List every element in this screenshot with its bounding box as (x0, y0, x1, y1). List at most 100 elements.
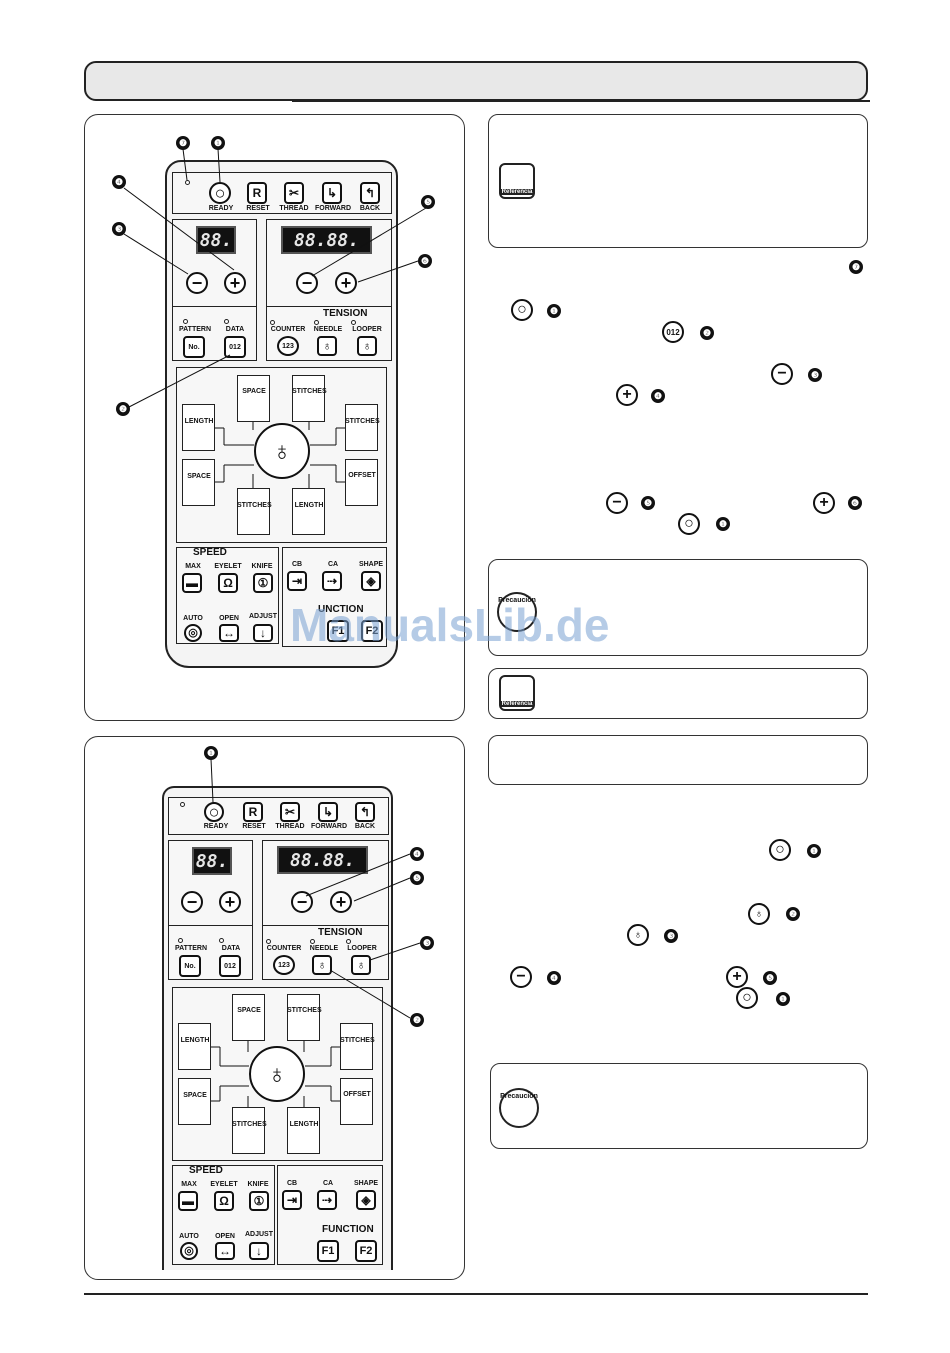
thread-button[interactable]: ✂ (280, 802, 300, 822)
eyelet-button[interactable]: Ω (218, 573, 238, 593)
stitches-top-key[interactable] (292, 375, 325, 422)
pattern-button[interactable]: No. (183, 336, 205, 358)
ca-button[interactable]: ⇢ (322, 571, 342, 591)
pattern-minus-button[interactable]: − (181, 891, 203, 913)
forward-button[interactable]: ↳ (322, 182, 342, 204)
offset-key[interactable] (345, 459, 378, 506)
counter-led (266, 939, 271, 944)
looper-tension-button[interactable]: ♁ (357, 336, 377, 356)
offset-label: OFFSET (348, 472, 376, 479)
data-minus-button[interactable]: − (296, 272, 318, 294)
needle-label: NEEDLE (313, 326, 343, 333)
auto-button[interactable]: ◎ (180, 1242, 198, 1260)
reset-button[interactable]: R (247, 182, 267, 204)
counter-button[interactable]: 123 (273, 955, 295, 975)
stitches-right-key[interactable] (340, 1023, 373, 1070)
knife-button[interactable]: ① (249, 1191, 269, 1211)
eyelet-button[interactable]: Ω (214, 1191, 234, 1211)
reset-button[interactable]: R (243, 802, 263, 822)
callout-1: ❶ (211, 136, 225, 150)
stitches-right-key[interactable] (345, 404, 378, 451)
data-plus-button[interactable]: + (330, 891, 352, 913)
ready-icon: ○ (736, 987, 758, 1009)
data-plus-button[interactable]: + (335, 272, 357, 294)
space-label: SPACE (187, 473, 211, 480)
cb-button[interactable]: ⇥ (282, 1190, 302, 1210)
callout-3: ❸ (808, 368, 822, 382)
length-left-key[interactable] (182, 404, 215, 451)
needle-tension-button[interactable]: ♁ (312, 955, 332, 975)
adjust-label: ADJUST (244, 1231, 273, 1238)
max-speed-button[interactable]: ▬ (178, 1191, 198, 1211)
cb-label: CB (286, 1180, 298, 1187)
space-label: SPACE (237, 1007, 261, 1014)
pattern-button[interactable]: No. (179, 955, 201, 977)
needle-led (310, 939, 315, 944)
length-bottom-key[interactable] (292, 488, 325, 535)
pattern-minus-button[interactable]: − (186, 272, 208, 294)
data-button[interactable]: 012 (224, 336, 246, 358)
plus-icon: + (813, 492, 835, 514)
forward-button[interactable]: ↳ (318, 802, 338, 822)
callout-5: ❺ (641, 496, 655, 510)
f2-button[interactable]: F2 (361, 620, 383, 642)
adjust-button[interactable]: ↓ (253, 624, 273, 642)
callout-3: ❸ (420, 936, 434, 950)
needle-icon: ♁ (748, 903, 770, 925)
back-button[interactable]: ↰ (360, 182, 380, 204)
f1-button[interactable]: F1 (327, 620, 349, 642)
open-button[interactable]: ↔ (219, 624, 239, 642)
data-minus-button[interactable]: − (291, 891, 313, 913)
needle-tension-button[interactable]: ♁ (317, 336, 337, 356)
pattern-led (178, 938, 183, 943)
back-label: BACK (359, 205, 381, 212)
thread-button[interactable]: ✂ (284, 182, 304, 204)
cb-button[interactable]: ⇥ (287, 571, 307, 591)
stitches-bottom-key[interactable] (232, 1107, 265, 1154)
looper-tension-button[interactable]: ♁ (351, 955, 371, 975)
pattern-no-display: 88. (192, 847, 232, 875)
space-left-key[interactable] (182, 459, 215, 506)
open-button[interactable]: ↔ (215, 1242, 235, 1260)
stitches-top-key[interactable] (287, 994, 320, 1041)
reset-label: RESET (246, 205, 270, 212)
auto-button[interactable]: ◎ (184, 624, 202, 642)
stitches-bottom-key[interactable] (237, 488, 270, 535)
tension-label: TENSION (318, 927, 363, 938)
referencia-icon: Referencia (499, 675, 535, 711)
adjust-button[interactable]: ↓ (249, 1242, 269, 1260)
f1-button[interactable]: F1 (317, 1240, 339, 1262)
pattern-plus-button[interactable]: + (219, 891, 241, 913)
f2-button[interactable]: F2 (355, 1240, 377, 1262)
callout-5: ❺ (421, 195, 435, 209)
length-left-key[interactable] (178, 1023, 211, 1070)
looper-label: LOOPER (352, 326, 382, 333)
shape-button[interactable]: ◈ (361, 571, 381, 591)
length-label: LENGTH (180, 1037, 210, 1044)
ready-button[interactable]: ○ (209, 182, 231, 204)
callout-7: ❼ (176, 136, 190, 150)
space-label: SPACE (183, 1092, 207, 1099)
counter-button[interactable]: 123 (277, 336, 299, 356)
offset-key[interactable] (340, 1078, 373, 1125)
space-left-key[interactable] (178, 1078, 211, 1125)
max-speed-button[interactable]: ▬ (182, 573, 202, 593)
ready-icon: ○ (769, 839, 791, 861)
caution-note-box-2: Precaución (490, 1063, 868, 1149)
shape-button[interactable]: ◈ (356, 1190, 376, 1210)
knife-button[interactable]: ① (253, 573, 273, 593)
space-top-key[interactable] (232, 994, 265, 1041)
callout-4: ❹ (651, 389, 665, 403)
speed-label: SPEED (189, 1165, 223, 1176)
data-button[interactable]: 012 (219, 955, 241, 977)
callout-5: ❺ (763, 971, 777, 985)
ca-button[interactable]: ⇢ (317, 1190, 337, 1210)
back-button[interactable]: ↰ (355, 802, 375, 822)
space-label: SPACE (242, 388, 266, 395)
watermark: ManualsLib.de (290, 599, 610, 651)
length-bottom-key[interactable] (287, 1107, 320, 1154)
space-top-key[interactable] (237, 375, 270, 422)
ready-button[interactable]: ○ (204, 802, 224, 822)
pattern-plus-button[interactable]: + (224, 272, 246, 294)
